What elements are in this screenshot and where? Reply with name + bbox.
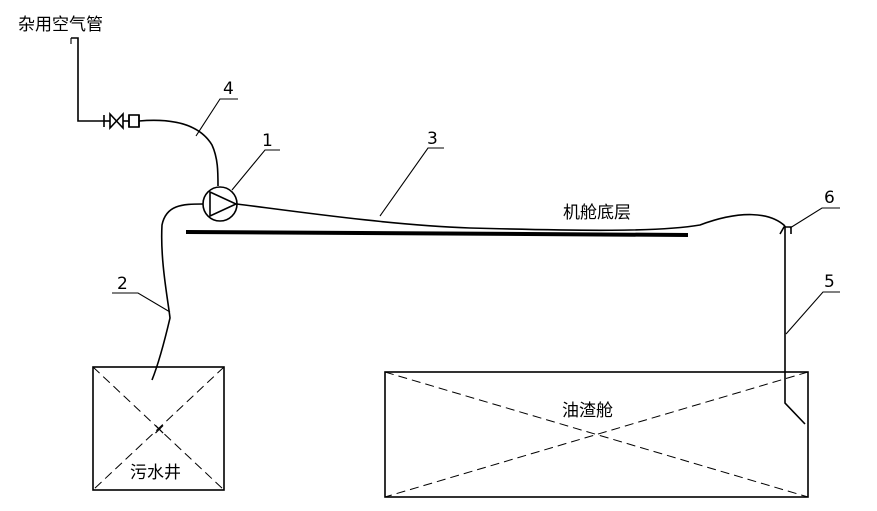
callout-4: 4 <box>223 79 234 99</box>
callout-3-line <box>379 147 444 217</box>
callout-6-line <box>789 207 840 229</box>
callout-2: 2 <box>117 274 128 294</box>
pipe-6-hook <box>779 226 792 235</box>
bilge-well-label: 污水井 <box>130 463 181 483</box>
callout-5: 5 <box>824 272 835 292</box>
pipe-5 <box>784 226 806 425</box>
bilge-well-mark: × <box>153 420 166 438</box>
callout-1-line <box>231 149 280 191</box>
callout-5-line <box>785 291 840 335</box>
valve-icon <box>103 111 140 131</box>
oil-residue-tank: 油渣舱 <box>384 371 809 498</box>
pipe-2 <box>151 203 204 381</box>
air-pipe-line <box>71 37 104 122</box>
callout-1: 1 <box>262 131 273 151</box>
oil-residue-tank-label: 油渣舱 <box>562 401 613 421</box>
bilge-well: × 污水井 <box>92 366 225 491</box>
pump-icon <box>202 186 238 222</box>
engine-room-floor-line <box>185 230 689 237</box>
engine-room-floor-label: 机舱底层 <box>563 203 631 223</box>
pipe-3 <box>236 203 786 232</box>
pipe-4 <box>138 119 219 187</box>
callout-6: 6 <box>824 188 835 208</box>
callout-2-line <box>112 292 171 313</box>
callout-4-line <box>195 98 238 137</box>
callout-3: 3 <box>427 129 438 149</box>
air-pipe-label: 杂用空气管 <box>18 15 103 35</box>
